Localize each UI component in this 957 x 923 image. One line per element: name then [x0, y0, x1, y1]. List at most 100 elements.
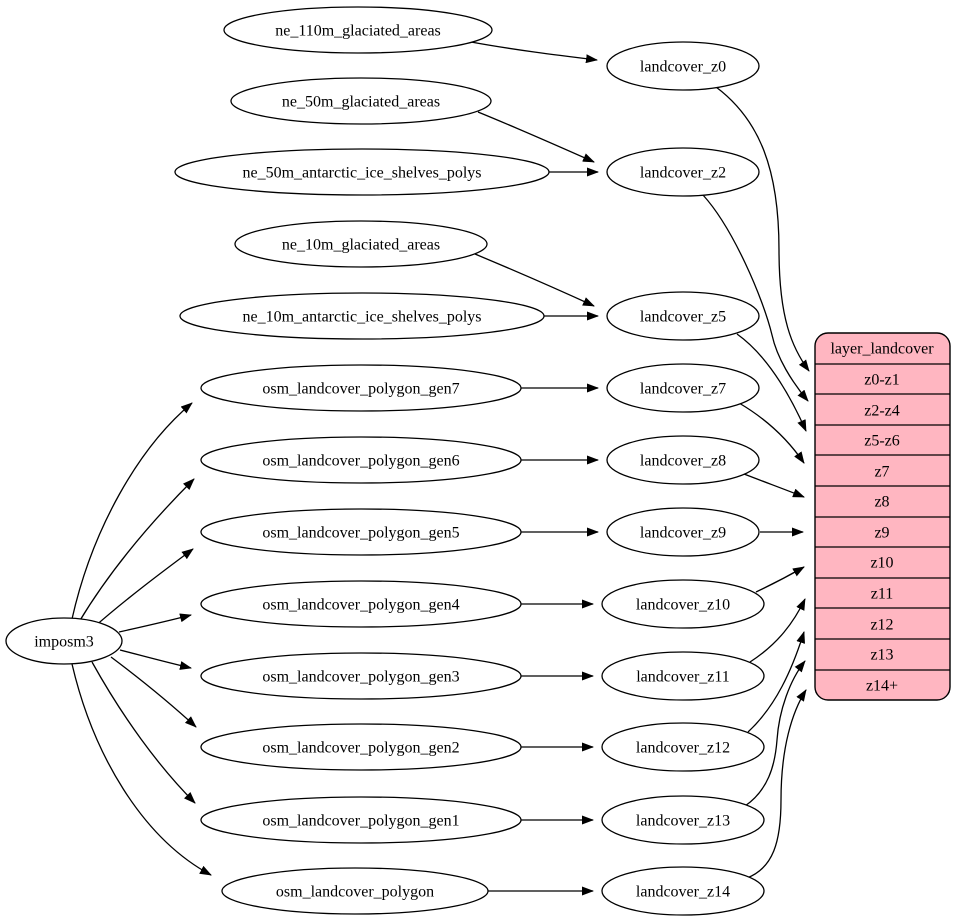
edge-z11-row-z11: [749, 598, 806, 663]
node-ellipse: [601, 651, 765, 701]
node-ellipse: [606, 41, 760, 91]
node-label: osm_landcover_polygon_gen5: [262, 525, 459, 542]
node-ellipse: [200, 723, 522, 771]
table-row-z14plus: z14+: [866, 678, 898, 695]
node-label: landcover_z9: [640, 525, 726, 542]
node-label: osm_landcover_polygon_gen3: [262, 669, 459, 686]
node-osm-landcover-polygon-gen6: osm_landcover_polygon_gen6: [200, 436, 522, 484]
edge-imposm3-gen7: [71, 402, 193, 620]
table-row-z2-z4: z2-z4: [864, 403, 900, 420]
node-landcover-z14: landcover_z14: [601, 866, 765, 916]
node-landcover-z11: landcover_z11: [601, 651, 765, 701]
node-ne-110m-glaciated-areas: ne_110m_glaciated_areas: [223, 6, 493, 54]
node-label: osm_landcover_polygon_gen7: [262, 381, 459, 398]
node-ellipse: [234, 220, 488, 268]
node-label: ne_10m_glaciated_areas: [282, 237, 440, 254]
node-ellipse: [601, 866, 765, 916]
node-label: landcover_z10: [636, 597, 730, 614]
node-label: osm_landcover_polygon: [276, 884, 434, 901]
node-label: landcover_z12: [636, 740, 730, 757]
node-osm-landcover-polygon-gen3: osm_landcover_polygon_gen3: [200, 652, 522, 700]
node-ellipse: [601, 795, 765, 845]
edge-imposm3-gen6: [78, 478, 195, 623]
node-ne-50m-glaciated-areas: ne_50m_glaciated_areas: [230, 77, 492, 125]
node-ellipse: [174, 148, 550, 196]
node-label: osm_landcover_polygon_gen6: [262, 453, 459, 470]
node-ellipse: [606, 507, 760, 557]
node-ellipse: [221, 867, 489, 915]
node-label: landcover_z2: [640, 165, 726, 182]
edge-imposm3-gen5: [92, 548, 194, 629]
node-landcover-z10: landcover_z10: [601, 579, 765, 629]
edge-z2-row-z2-z4: [702, 194, 809, 402]
table-row-z0-z1: z0-z1: [864, 372, 900, 389]
edge-z8-row-z8: [743, 473, 805, 498]
node-ellipse: [606, 363, 760, 413]
node-ellipse: [606, 147, 760, 197]
table-row-z9: z9: [874, 525, 889, 542]
node-ellipse: [200, 580, 522, 628]
node-ellipse: [200, 364, 522, 412]
node-ellipse: [606, 291, 760, 341]
node-osm-landcover-polygon-gen2: osm_landcover_polygon_gen2: [200, 723, 522, 771]
node-ellipse: [200, 436, 522, 484]
table-row-z8: z8: [874, 494, 889, 511]
edge-ne110m-z0: [470, 41, 598, 64]
table-row-z12: z12: [870, 617, 893, 634]
node-ellipse: [223, 6, 493, 54]
edge-imposm3-gen3: [119, 649, 192, 670]
node-label: osm_landcover_polygon_gen2: [262, 740, 459, 757]
node-label: ne_50m_antarctic_ice_shelves_polys: [242, 165, 481, 182]
edge-imposm3-polygon: [71, 663, 212, 876]
node-landcover-z13: landcover_z13: [601, 795, 765, 845]
node-ne-10m-antarctic-ice-shelves-polys: ne_10m_antarctic_ice_shelves_polys: [179, 292, 545, 340]
node-osm-landcover-polygon-gen4: osm_landcover_polygon_gen4: [200, 580, 522, 628]
node-landcover-z2: landcover_z2: [606, 147, 760, 197]
node-ellipse: [601, 579, 765, 629]
edge-imposm3-gen2: [110, 656, 197, 728]
node-ellipse: [200, 508, 522, 556]
table-row-z10: z10: [870, 555, 893, 572]
node-label: landcover_z11: [636, 669, 730, 686]
edge-z13-row-z13: [744, 660, 806, 807]
node-landcover-z0: landcover_z0: [606, 41, 760, 91]
edge-imposm3-gen1: [91, 661, 196, 804]
node-label: landcover_z14: [636, 884, 730, 901]
table-row-z5-z6: z5-z6: [864, 433, 900, 450]
edge-z7-row-z7: [738, 402, 805, 464]
node-osm-landcover-polygon-gen1: osm_landcover_polygon_gen1: [200, 796, 522, 844]
node-label: ne_10m_antarctic_ice_shelves_polys: [242, 309, 481, 326]
table-layer-landcover: layer_landcover z0-z1 z2-z4 z5-z6 z7 z8 …: [814, 332, 951, 701]
node-ellipse: [606, 435, 760, 485]
node-label: ne_110m_glaciated_areas: [275, 23, 441, 40]
node-ellipse: [230, 77, 492, 125]
node-label: landcover_z13: [636, 813, 730, 830]
edges-layer: [71, 41, 810, 896]
node-label: landcover_z5: [640, 309, 726, 326]
edge-z5-row-z5-z6: [736, 333, 807, 432]
node-ellipse: [5, 617, 123, 665]
node-osm-landcover-polygon-gen7: osm_landcover_polygon_gen7: [200, 364, 522, 412]
node-ellipse: [601, 722, 765, 772]
node-osm-landcover-polygon: osm_landcover_polygon: [221, 867, 489, 915]
node-imposm3: imposm3: [5, 617, 123, 665]
edge-z0-row-z0-z1: [715, 86, 810, 372]
table-title: layer_landcover: [830, 341, 934, 358]
node-label: osm_landcover_polygon_gen4: [262, 597, 459, 614]
node-label: landcover_z7: [640, 381, 726, 398]
node-label: ne_50m_glaciated_areas: [282, 94, 440, 111]
edge-imposm3-gen4: [118, 613, 192, 633]
table-row-z7: z7: [874, 464, 889, 481]
node-label: landcover_z8: [640, 453, 726, 470]
edge-z10-row-z10: [755, 566, 805, 593]
node-ellipse: [179, 292, 545, 340]
edge-z12-row-z12: [747, 631, 805, 733]
edge-ne10m-glaciated-z5: [474, 253, 595, 307]
node-ne-50m-antarctic-ice-shelves-polys: ne_50m_antarctic_ice_shelves_polys: [174, 148, 550, 196]
node-osm-landcover-polygon-gen5: osm_landcover_polygon_gen5: [200, 508, 522, 556]
node-landcover-z9: landcover_z9: [606, 507, 760, 557]
node-label: osm_landcover_polygon_gen1: [262, 813, 459, 830]
node-ellipse: [200, 652, 522, 700]
